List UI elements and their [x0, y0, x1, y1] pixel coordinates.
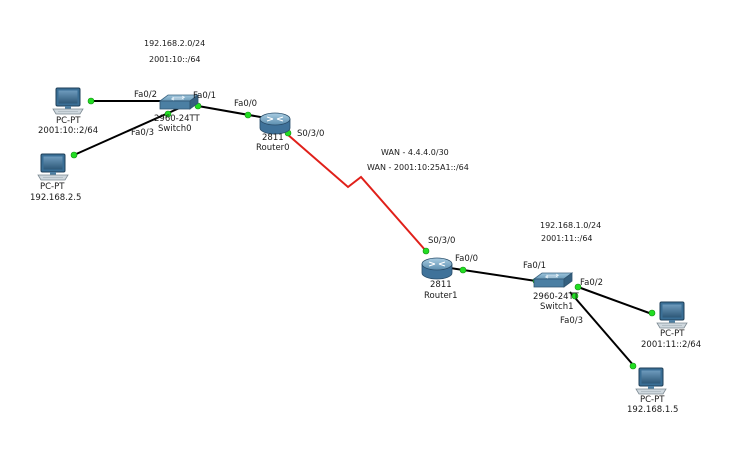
pc0a[interactable] [52, 87, 84, 115]
pc1a-address: 2001:11::2/64 [641, 340, 701, 350]
pc1a-type: PC-PT [660, 329, 685, 339]
port-label: Fa0/2 [134, 90, 157, 100]
port-label: Fa0/0 [234, 99, 257, 109]
pc0b-type: PC-PT [40, 182, 65, 192]
switch-icon [533, 272, 573, 288]
port-label: S0/3/0 [297, 129, 324, 139]
pc1b-type: PC-PT [640, 395, 665, 405]
link-light [164, 110, 172, 118]
lan1-ipv6-label: 2001:11::/64 [541, 234, 593, 243]
router0[interactable] [259, 112, 291, 135]
wan-ipv6-label: WAN - 2001:10:25A1::/64 [367, 163, 469, 172]
port-label: Fa0/0 [455, 254, 478, 264]
router0-model: 2811 [262, 133, 284, 143]
pc-icon [635, 367, 667, 395]
link-light [629, 362, 637, 370]
pc1b-address: 192.168.1.5 [627, 405, 678, 415]
switch1[interactable] [533, 272, 573, 288]
router0-name: Router0 [256, 143, 290, 153]
port-label: Fa0/3 [131, 128, 154, 138]
switch1-model: 2960-24TT [533, 292, 580, 302]
router-icon [421, 257, 453, 280]
port-label: Fa0/1 [523, 261, 546, 271]
lan0-ipv4-label: 192.168.2.0/24 [144, 39, 205, 48]
port-label: S0/3/0 [428, 236, 455, 246]
pc0a-type: PC-PT [56, 116, 81, 126]
switch0-model: 2960-24TT [154, 114, 201, 124]
pc1b[interactable] [635, 367, 667, 395]
link-switch1-pc1a [577, 286, 653, 315]
pc0b[interactable] [37, 153, 69, 181]
pc-icon [37, 153, 69, 181]
link-light [244, 111, 252, 119]
pc-icon [52, 87, 84, 115]
lan1-ipv4-label: 192.168.1.0/24 [540, 221, 601, 230]
link-light [87, 97, 95, 105]
wan-ipv4-label: WAN - 4.4.4.0/30 [381, 148, 449, 157]
link-light [422, 247, 430, 255]
router-icon [259, 112, 291, 135]
switch1-name: Switch1 [540, 302, 574, 312]
pc0b-address: 192.168.2.5 [30, 193, 81, 203]
lan0-ipv6-label: 2001:10::/64 [149, 55, 201, 64]
port-label: Fa0/1 [193, 91, 216, 101]
pc0a-address: 2001:10::2/64 [38, 126, 98, 136]
link-switch1-pc1b [569, 291, 635, 367]
router1-model: 2811 [430, 280, 452, 290]
router1[interactable] [421, 257, 453, 280]
link-light [648, 309, 656, 317]
serial-link-wan [286, 133, 427, 252]
link-light [459, 266, 467, 274]
link-light [574, 283, 582, 291]
link-switch0-router0 [197, 105, 267, 119]
switch0-name: Switch0 [158, 124, 192, 134]
port-label: Fa0/2 [580, 278, 603, 288]
link-light [571, 292, 579, 300]
pc-icon [656, 301, 688, 329]
router1-name: Router1 [424, 291, 458, 301]
pc1a[interactable] [656, 301, 688, 329]
port-label: Fa0/3 [560, 316, 583, 326]
link-light [70, 151, 78, 159]
